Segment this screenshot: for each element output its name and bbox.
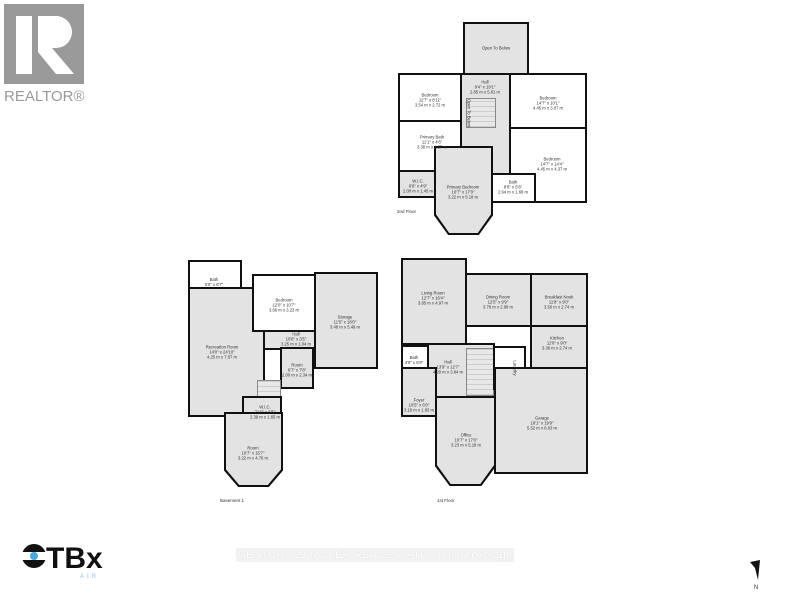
room-label: W.I.C.6'6" x 4'9"2.00 m x 1.45 m [402, 178, 434, 194]
staircase [466, 98, 496, 128]
room-bath-2nd [491, 173, 536, 203]
staircase [466, 348, 494, 396]
north-arrow-icon: N [748, 560, 764, 595]
room-storage [314, 272, 378, 369]
room-label: W.I.C.7'10" x 5'5"2.39 m x 1.65 m [249, 404, 281, 420]
brokerage-watermark: CENTURY 21 MILLER REAL ESTATE LTD., Brok… [236, 548, 514, 562]
floor-label: 2nd Floor [397, 209, 417, 214]
room-open-to-below [463, 22, 529, 75]
floor-label: Basement 1 [220, 498, 245, 503]
stairs-label: Open To Below [466, 98, 472, 128]
room-wic-2nd [398, 170, 436, 198]
realtor-logo: REALTOR® [4, 4, 85, 105]
room-office [435, 396, 496, 486]
floor-label: 1st Floor [437, 498, 455, 503]
otbx-logo: TBx AIR [20, 540, 130, 585]
svg-text:AIR: AIR [80, 574, 99, 580]
room-primary-bedroom [434, 146, 493, 235]
room-small-basement [280, 347, 314, 389]
svg-text:TBx: TBx [46, 542, 103, 575]
room-bedroom-basement [252, 274, 316, 332]
room-room-basement [224, 412, 283, 487]
room-label: Laundry [512, 360, 518, 376]
north-label: N [754, 585, 758, 590]
room-foyer [401, 367, 437, 417]
room-breakfast-nook [530, 273, 588, 327]
svg-text:REALTOR®: REALTOR® [4, 88, 84, 104]
room-label: Open To Below [481, 45, 511, 51]
room-bedroom-1 [398, 73, 462, 122]
room-garage [494, 367, 588, 474]
